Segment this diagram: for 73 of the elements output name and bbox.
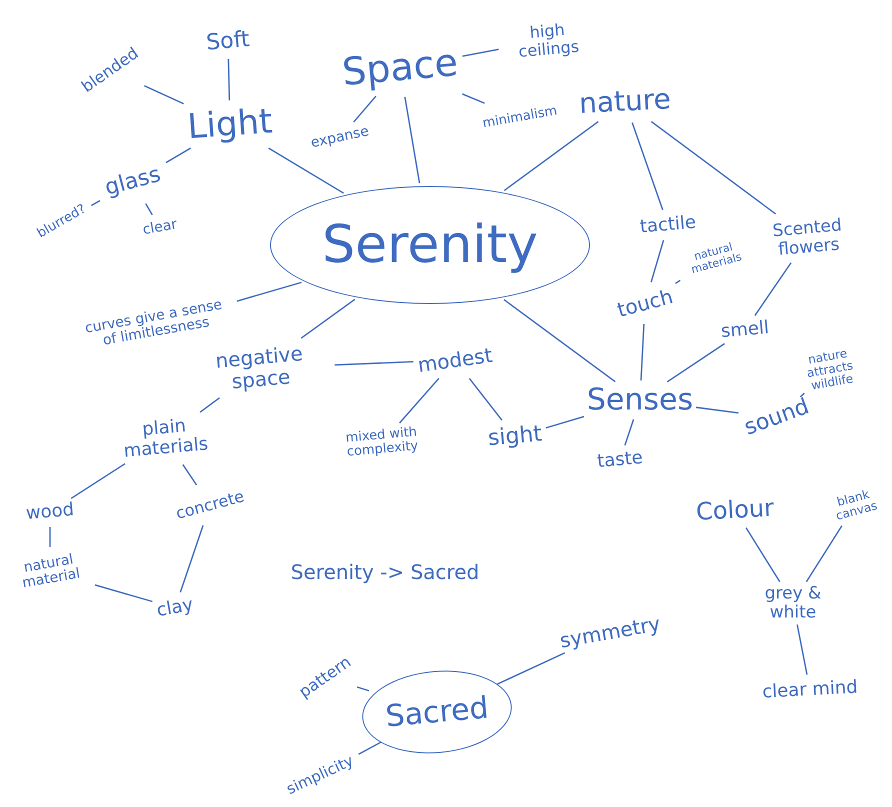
connector-line [300,298,356,339]
connector-line [666,343,725,382]
connector-line [496,652,566,685]
connector-line [796,624,808,675]
topic-word: symmetry [558,612,662,652]
topic-word: Space [340,42,460,94]
connector-line [546,416,584,429]
topic-word: smell [720,318,770,342]
topic-word: modest [416,344,494,376]
node-label: Serenity [322,215,538,275]
connector-line [404,96,420,184]
connector-line [49,526,51,547]
topic-word: taste [596,448,644,472]
topic-word: expanse [310,124,370,152]
connector-line [353,96,376,123]
connector-line [334,361,414,366]
connector-line [145,203,153,216]
topic-ellipse [270,186,590,304]
connector-line [182,464,198,486]
connector-line [504,299,616,382]
connector-line [228,58,230,100]
connector-line [462,48,499,57]
connector-line [358,742,382,755]
connector-line [800,392,805,398]
connector-line [675,280,681,284]
connector-line [356,686,370,692]
connector-line [504,120,599,192]
topic-word: high ceilings [502,18,594,62]
topic-word: tactile [639,212,697,238]
connector-line [144,85,184,104]
connector-line [632,122,664,210]
topic-word: Light [186,103,274,147]
connector-line [696,406,739,414]
topic-word: minimalism [482,104,558,132]
node-label: Sacred [384,690,490,734]
connector-line [268,148,344,194]
topic-word: nature [578,84,672,120]
topic-word: touch [614,285,676,321]
topic-word: grey & white [763,584,823,622]
connector-line [236,282,302,302]
topic-word: Senses [586,384,694,416]
topic-word: blank canvas [831,486,879,524]
connector-line [650,240,664,282]
connector-line [94,584,153,602]
connector-line [90,200,100,206]
connector-line [166,148,191,164]
topic-word: clear mind [762,678,858,702]
topic-word: clay [155,595,195,621]
topic-word: plain materials [113,414,217,462]
connector-line [180,525,204,592]
topic-word: sight [487,422,543,452]
topic-word: concrete [174,487,246,523]
connector-line [806,525,842,582]
connector-line [70,463,126,499]
topic-word: Soft [205,28,251,56]
connector-line [468,378,502,421]
topic-word: Colour [695,494,775,526]
topic-word: natural material [8,550,92,594]
connector-line [640,324,645,381]
connector-line [399,378,440,424]
note-text: Serenity -> Sacred [290,560,480,584]
connector-line [624,419,634,446]
topic-word: nature attracts wildlife [796,345,864,395]
topic-word: mixed with complexity [340,425,424,461]
connector-line [650,121,776,214]
connector-line [200,397,220,413]
topic-word: wood [25,500,75,524]
connector-line [745,527,780,582]
topic-word: clear [142,217,178,239]
topic-word: glass [102,163,164,201]
connector-line [462,93,485,104]
connector-line [754,262,792,316]
topic-word: Scented flowers [764,216,852,260]
